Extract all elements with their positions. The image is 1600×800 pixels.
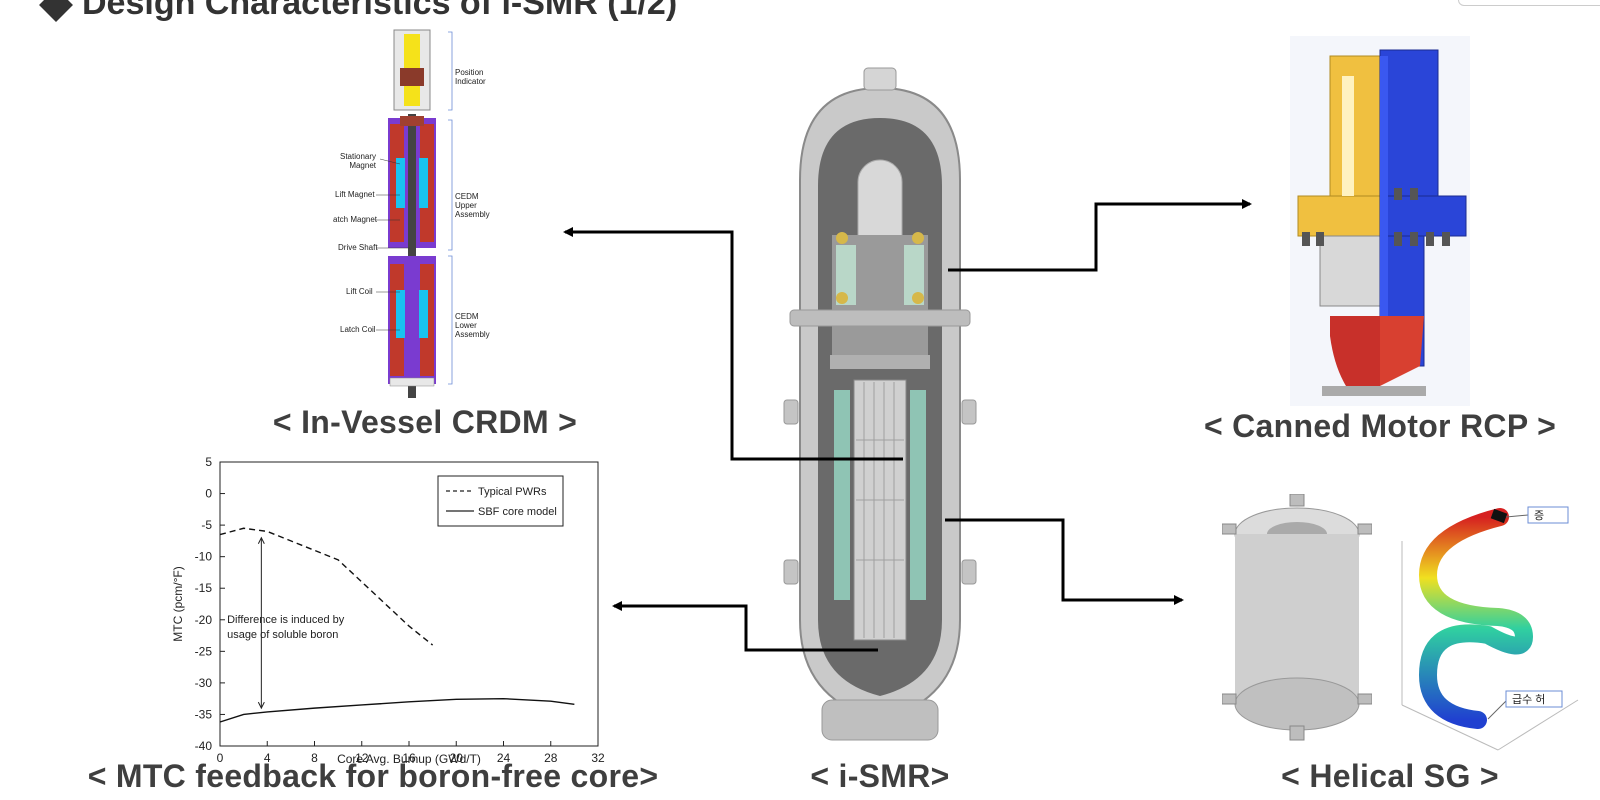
y-tick-label: 0: [205, 487, 212, 501]
series-line-1: [219, 697, 575, 723]
crdm-label-latch-coil: Latch Coil: [340, 325, 376, 334]
x-tick-label: 0: [217, 751, 224, 762]
ismr-vessel-illustration: [783, 67, 977, 741]
x-tick-label: 20: [450, 751, 464, 762]
legend-sbf-core-model: SBF core model: [478, 506, 557, 518]
rcp-diagram: [1290, 36, 1470, 406]
crdm-label-lift-coil: Lift Coil: [346, 287, 373, 296]
crdm-label-lift-magnet: Lift Magnet: [335, 190, 375, 199]
sg-label-feedwater: 급수 허: [1512, 693, 1545, 706]
y-tick-label: -40: [195, 739, 213, 753]
slide-title-text: Design Characteristics of i-SMR (1/2): [82, 0, 678, 22]
slide-title: Design Characteristics of i-SMR (1/2): [39, 0, 678, 23]
caption-in-vessel-crdm: < In-Vessel CRDM >: [272, 404, 578, 440]
arrow-to-sg: [945, 518, 1184, 605]
x-tick-label: 24: [497, 751, 511, 762]
arrow-to-rcp: [948, 199, 1252, 272]
arrow-to-crdm: [563, 227, 903, 461]
caption-ismr: < i-SMR>: [810, 758, 950, 794]
y-tick-label: -20: [195, 613, 213, 627]
sg-tube-illustration: 증 급수 허: [1401, 506, 1579, 751]
mtc-chart: 5 0 -5 -10 -15 -20 -25 -30 -35 -40 0 4 8 12 16 20 24 28 3…: [160, 442, 620, 766]
helical-sg-cylinder: [1221, 493, 1373, 749]
series-line-0: [219, 527, 434, 646]
x-tick-label: 12: [355, 751, 369, 762]
y-tick-label: -25: [195, 644, 213, 658]
chart-y-axis-label: MTC (pcm/°F): [171, 566, 185, 641]
caption-mtc-feedback: < MTC feedback for boron-free core>: [87, 758, 659, 794]
caption-canned-motor-rcp: < Canned Motor RCP >: [1203, 408, 1557, 444]
chart-legend: [437, 475, 564, 527]
crdm-illustration: [376, 29, 453, 404]
y-tick-label: -30: [195, 676, 213, 690]
legend-typical-pwrs: Typical PWRs: [478, 486, 547, 498]
crdm-label-latch-magnet: atch Magnet: [333, 215, 378, 224]
y-tick-label: -15: [195, 581, 213, 595]
x-tick-label: 8: [311, 751, 318, 762]
caption-helical-sg: < Helical SG >: [1281, 758, 1499, 794]
arrow-to-mtc: [612, 601, 878, 652]
ismr-vessel: [770, 60, 990, 760]
y-tick-label: -5: [201, 518, 212, 532]
y-tick-label: -35: [195, 707, 213, 721]
annotation-arrow-up: [257, 536, 265, 544]
y-tick-label: -10: [195, 550, 213, 564]
x-tick-label: 4: [264, 751, 271, 762]
annotation-arrow-down: [257, 701, 265, 710]
sg-label-steam: 증: [1534, 510, 1544, 522]
x-tick-label: 28: [544, 751, 558, 762]
annotation-text: Difference is induced by: [227, 614, 345, 626]
crdm-label-drive-shaft: Drive Shaft: [338, 243, 378, 252]
rcp-illustration: [1290, 36, 1470, 406]
sg-cylinder-illustration: [1221, 493, 1373, 741]
corner-frame: [1458, 0, 1600, 6]
helical-sg-tube: 증 급수 허: [1388, 505, 1588, 760]
y-tick-label: 5: [205, 455, 212, 469]
x-tick-label: 16: [402, 751, 416, 762]
x-tick-label: 32: [591, 751, 605, 762]
mtc-chart-svg: 5 0 -5 -10 -15 -20 -25 -30 -35 -40 0 4 8 12 16 20 24 28 3…: [171, 455, 605, 765]
annotation-text: usage of soluble boron: [227, 629, 338, 641]
chart-x-axis-label: Core Avg. Burnup (GWd/T): [337, 752, 481, 766]
